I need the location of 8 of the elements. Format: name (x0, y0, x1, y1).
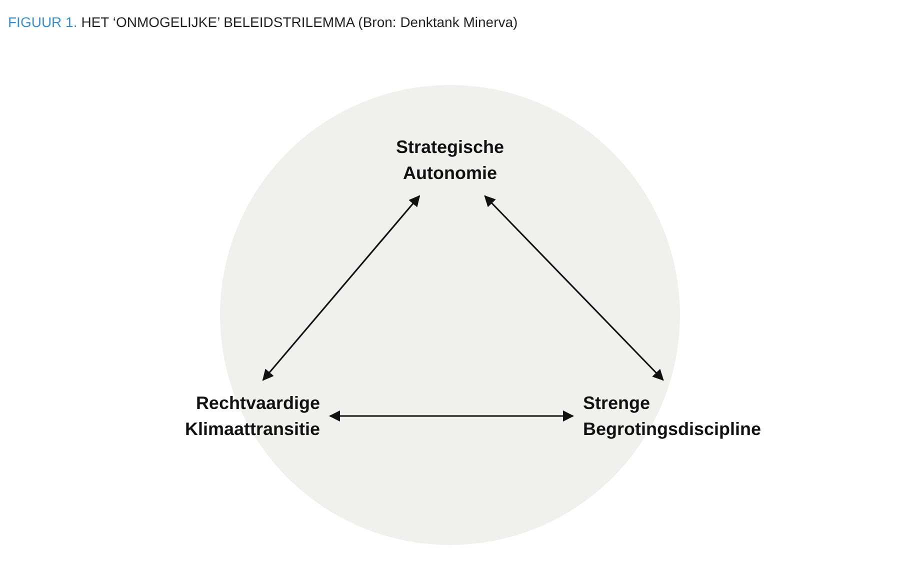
node-label: Strenge Begrotingsdiscipline (583, 390, 813, 442)
figure-number: FIGUUR 1. (8, 14, 78, 30)
double-arrow (484, 195, 664, 381)
figure-title: HET ‘ONMOGELIJKE’ BELEIDSTRILEMMA (Bron: Denktank Minerva) (81, 14, 518, 30)
double-arrow (262, 195, 420, 381)
node-label: Strategische Autonomie (380, 134, 520, 186)
double-arrow (328, 410, 574, 422)
node-label: Rechtvaardige Klimaattransitie (145, 390, 320, 442)
